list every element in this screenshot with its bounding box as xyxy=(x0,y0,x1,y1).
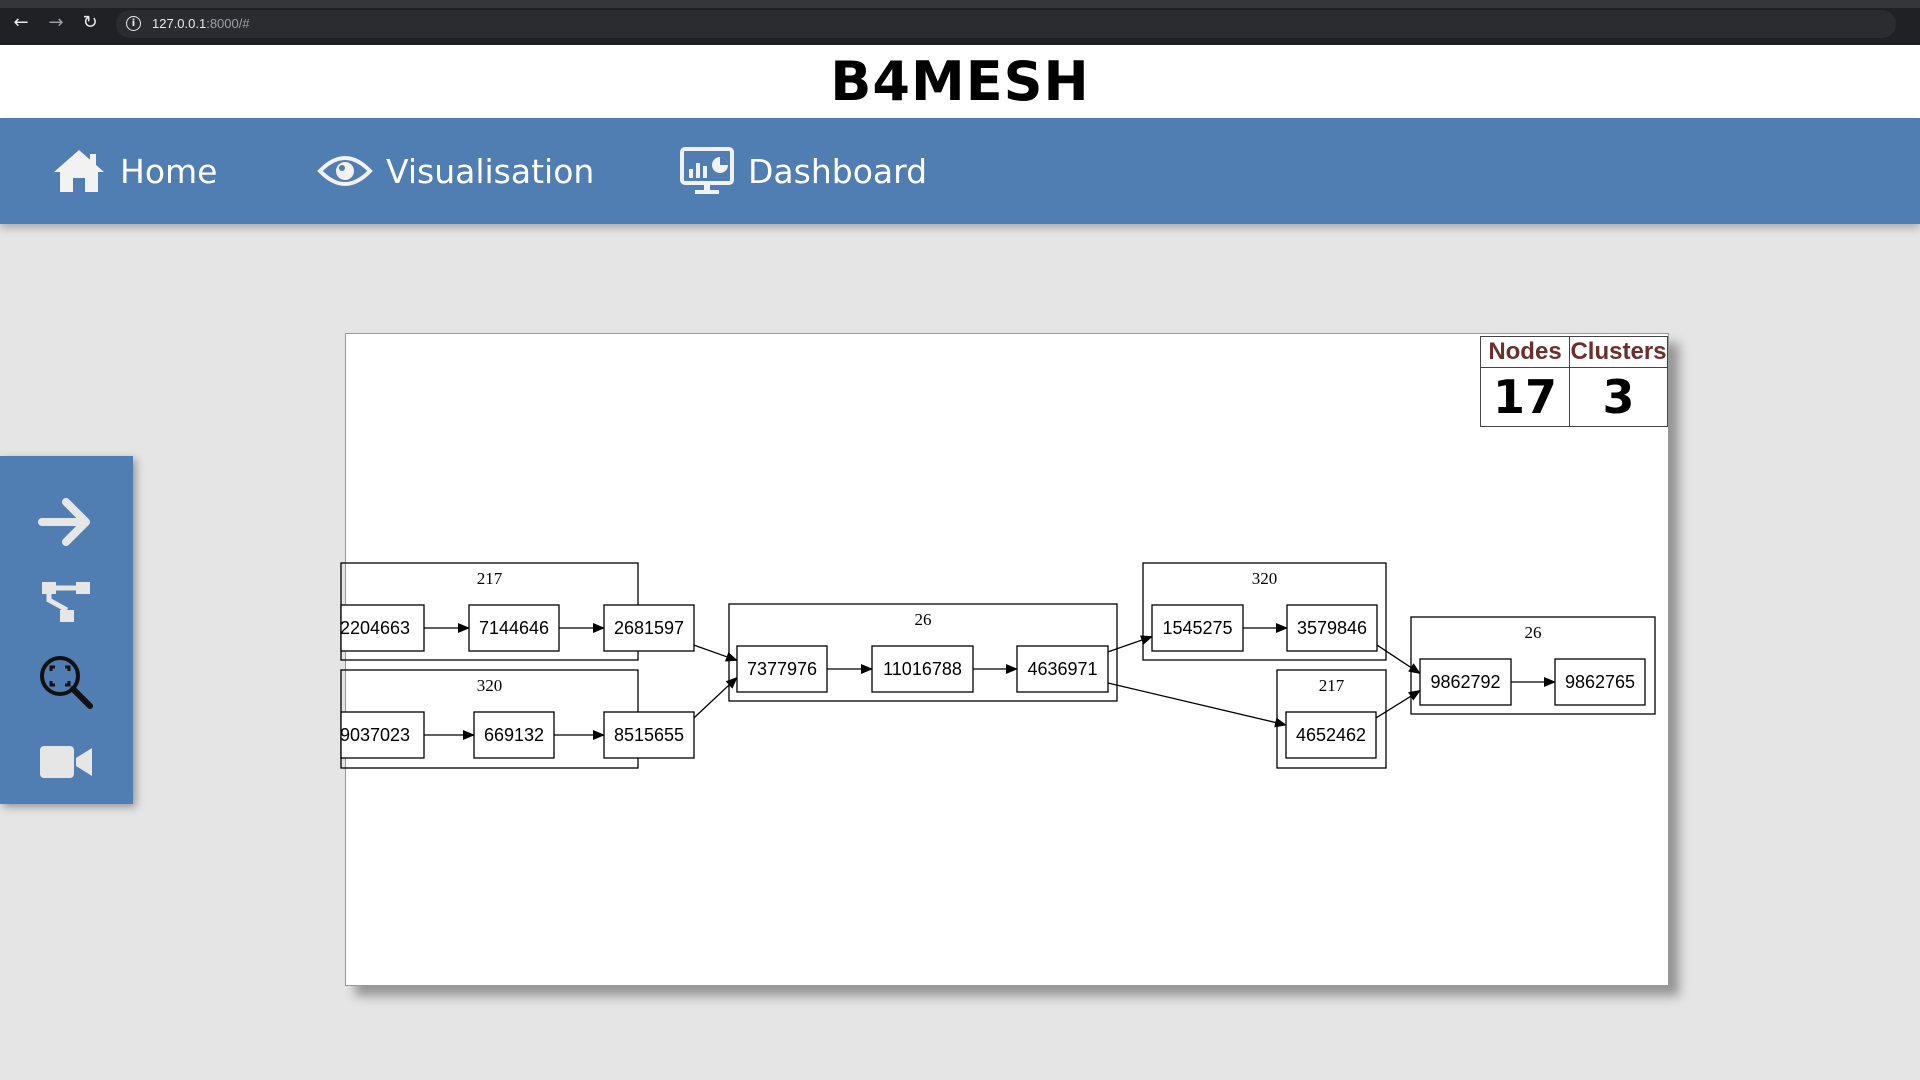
graph-node[interactable]: 4652462 xyxy=(1285,711,1377,759)
nodes-label: Nodes xyxy=(1480,336,1570,368)
blockchain-graph[interactable]: 217 320 26 320 217 26 2204663 7144646 2681597 90… xyxy=(340,334,1668,985)
graph-edge xyxy=(1376,644,1421,675)
video-camera-icon xyxy=(40,746,92,778)
graph-node-box[interactable] xyxy=(1151,604,1244,652)
graph-node-label: 11016788 xyxy=(883,659,962,679)
clusters-label: Clusters xyxy=(1569,336,1668,368)
graph-edge xyxy=(693,644,738,662)
nav-visualisation[interactable]: Visualisation xyxy=(317,118,595,224)
zoom-fit-icon xyxy=(40,656,93,709)
tree-structure-icon xyxy=(42,582,90,622)
nav-home[interactable]: Home xyxy=(52,118,217,224)
clusters-count: 3 xyxy=(1569,367,1668,427)
graph-node[interactable]: 2681597 xyxy=(603,604,695,652)
graph-node-label: 9037023 xyxy=(340,725,410,745)
graph-node-label: 3579846 xyxy=(1297,618,1367,638)
graph-edge xyxy=(1107,635,1153,653)
graph-node-label: 2204663 xyxy=(340,618,410,638)
graph-node[interactable]: 7377976 xyxy=(736,645,828,693)
cluster-box xyxy=(340,669,639,769)
graph-tools-sidebar xyxy=(0,456,133,804)
graph-node[interactable]: 2204663 xyxy=(340,604,425,652)
graph-node-label: 2681597 xyxy=(614,618,684,638)
page-header: B4MESH xyxy=(0,45,1920,118)
nodes-count: 17 xyxy=(1480,367,1570,427)
cluster-label: 217 xyxy=(477,569,503,588)
graph-node-label: 1545275 xyxy=(1162,618,1232,638)
graph-node-box[interactable] xyxy=(473,711,555,759)
nav-dashboard[interactable]: Dashboard xyxy=(680,118,927,224)
graph-node-box[interactable] xyxy=(603,711,695,759)
graph-node-label: 4636971 xyxy=(1027,659,1097,679)
graph-node-box[interactable] xyxy=(340,604,425,652)
graph-node-box[interactable] xyxy=(1286,604,1378,652)
graph-node-label: 8515655 xyxy=(614,725,684,745)
zoom-fit-button[interactable] xyxy=(34,650,98,714)
eye-icon xyxy=(317,156,373,186)
browser-tabstrip xyxy=(0,0,1920,8)
graph-node-box[interactable] xyxy=(1419,658,1512,706)
graph-node[interactable]: 4636971 xyxy=(1016,645,1109,693)
cluster-box xyxy=(1410,616,1656,715)
graph-edge xyxy=(693,676,738,719)
stats-table: Nodes Clusters 17 3 xyxy=(1480,336,1668,427)
graph-node-box[interactable] xyxy=(603,604,695,652)
video-record-button[interactable] xyxy=(34,730,98,794)
cluster-box xyxy=(728,603,1118,702)
browser-toolbar: ← → ↻ 127.0.0.1:8000/# i xyxy=(0,0,1920,45)
nav-dashboard-label: Dashboard xyxy=(748,151,928,191)
nav-home-label: Home xyxy=(120,151,218,191)
back-arrow-icon[interactable]: ← xyxy=(13,12,29,33)
graph-node[interactable]: 8515655 xyxy=(603,711,695,759)
address-bar[interactable]: 127.0.0.1:8000/# xyxy=(116,10,1896,38)
graph-node[interactable]: 1545275 xyxy=(1151,604,1244,652)
site-info-icon[interactable]: i xyxy=(126,16,141,31)
graph-node[interactable]: 669132 xyxy=(473,711,555,759)
graph-node-box[interactable] xyxy=(871,645,974,693)
graph-node[interactable]: 9037023 xyxy=(340,711,425,759)
graph-edge xyxy=(1375,689,1421,719)
arrow-right-icon xyxy=(38,498,90,546)
cluster-label: 217 xyxy=(1319,676,1345,695)
cluster-box xyxy=(340,562,639,661)
cluster-label: 26 xyxy=(915,610,932,629)
cluster-box xyxy=(1142,562,1387,661)
graph-node-box[interactable] xyxy=(1554,658,1646,706)
graph-node[interactable]: 11016788 xyxy=(871,645,974,693)
cluster-label: 26 xyxy=(1525,623,1542,642)
graph-node[interactable]: 7144646 xyxy=(468,604,560,652)
graph-node[interactable]: 9862792 xyxy=(1419,658,1512,706)
url-host: 127.0.0.1 xyxy=(152,16,207,31)
nav-visualisation-label: Visualisation xyxy=(386,151,595,191)
graph-node-label: 7144646 xyxy=(479,618,549,638)
forward-arrow-icon[interactable]: → xyxy=(48,12,64,33)
graph-edge xyxy=(1107,682,1287,728)
graph-node-label: 9862765 xyxy=(1565,672,1635,692)
graph-node-label: 9862792 xyxy=(1430,672,1500,692)
graph-node-box[interactable] xyxy=(468,604,560,652)
page-title: B4MESH xyxy=(830,50,1090,113)
cluster-label: 320 xyxy=(1252,569,1278,588)
graph-node-box[interactable] xyxy=(1285,711,1377,759)
graph-node-box[interactable] xyxy=(1016,645,1109,693)
graph-node-label: 669132 xyxy=(484,725,544,745)
tree-layout-button[interactable] xyxy=(34,570,98,634)
url-path: :8000/# xyxy=(206,16,250,31)
graph-panel[interactable]: Nodes Clusters 17 3 217 320 26 320 217 26 220… xyxy=(340,333,1669,986)
graph-node[interactable]: 3579846 xyxy=(1286,604,1378,652)
graph-node-label: 4652462 xyxy=(1296,725,1366,745)
graph-node-label: 7377976 xyxy=(747,659,817,679)
graph-node[interactable]: 9862765 xyxy=(1554,658,1646,706)
cluster-label: 320 xyxy=(477,676,503,695)
main-navbar: Home Visualisation Dashboard xyxy=(0,118,1920,224)
graph-node-box[interactable] xyxy=(340,711,425,759)
arrow-right-button[interactable] xyxy=(34,490,98,554)
dashboard-monitor-icon xyxy=(680,147,734,194)
graph-node-box[interactable] xyxy=(736,645,828,693)
reload-icon[interactable]: ↻ xyxy=(82,12,98,33)
cluster-box xyxy=(1276,669,1387,769)
home-icon xyxy=(54,150,104,192)
